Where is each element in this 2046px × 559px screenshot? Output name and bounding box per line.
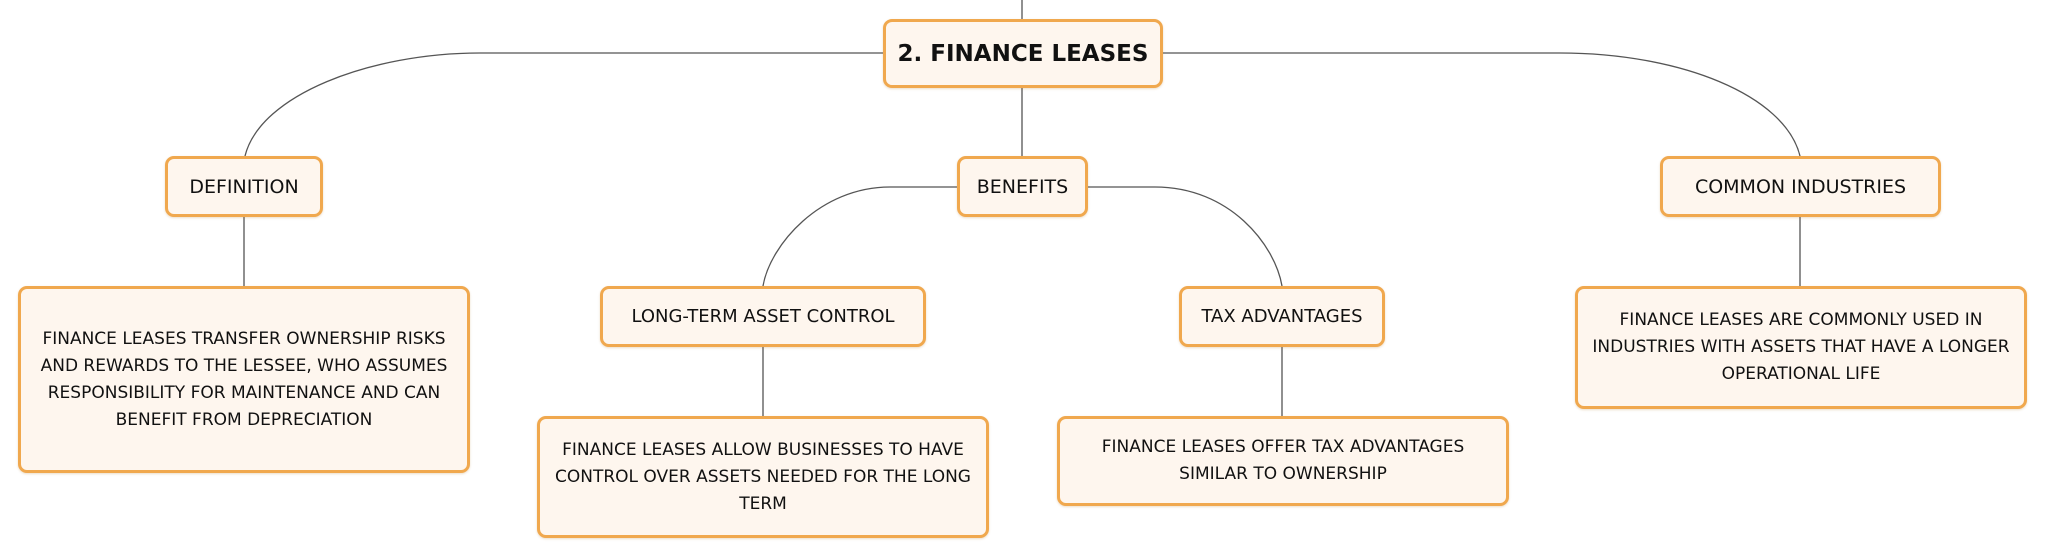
connector-benefits-to-tax <box>1088 186 1283 287</box>
detail-node-tax-advantages[interactable]: FINANCE LEASES OFFER TAX ADVANTAGES SIMI… <box>1057 416 1509 506</box>
subtopic-node-long-term-asset-control[interactable]: LONG-TERM ASSET CONTROL <box>600 286 926 347</box>
connector-root-to-definition <box>244 52 883 157</box>
topic-node-benefits[interactable]: BENEFITS <box>957 156 1088 217</box>
detail-node-text: FINANCE LEASES OFFER TAX ADVANTAGES SIMI… <box>1101 437 1465 484</box>
topic-node-label: BENEFITS <box>976 175 1069 198</box>
connector-root-to-industries <box>1163 52 1801 157</box>
topic-node-definition[interactable]: DEFINITION <box>165 156 323 217</box>
root-node-finance-leases[interactable]: 2. FINANCE LEASES <box>883 19 1163 88</box>
root-node-label: 2. FINANCE LEASES <box>897 40 1149 67</box>
subtopic-node-label: TAX ADVANTAGES <box>1201 306 1363 327</box>
topic-node-label: DEFINITION <box>189 175 299 198</box>
subtopic-node-tax-advantages[interactable]: TAX ADVANTAGES <box>1179 286 1385 347</box>
topic-node-common-industries[interactable]: COMMON INDUSTRIES <box>1660 156 1941 217</box>
detail-node-long-term-asset-control[interactable]: FINANCE LEASES ALLOW BUSINESSES TO HAVE … <box>537 416 989 538</box>
topic-node-label: COMMON INDUSTRIES <box>1694 175 1907 198</box>
detail-node-text: FINANCE LEASES ARE COMMONLY USED IN INDU… <box>1592 310 2010 384</box>
detail-node-common-industries[interactable]: FINANCE LEASES ARE COMMONLY USED IN INDU… <box>1575 286 2027 409</box>
subtopic-node-label: LONG-TERM ASSET CONTROL <box>631 306 895 327</box>
detail-node-text: FINANCE LEASES ALLOW BUSINESSES TO HAVE … <box>555 439 971 514</box>
connector-benefits-to-ltac <box>762 186 957 287</box>
detail-node-text: FINANCE LEASES TRANSFER OWNERSHIP RISKS … <box>40 328 448 430</box>
detail-node-definition[interactable]: FINANCE LEASES TRANSFER OWNERSHIP RISKS … <box>18 286 470 473</box>
